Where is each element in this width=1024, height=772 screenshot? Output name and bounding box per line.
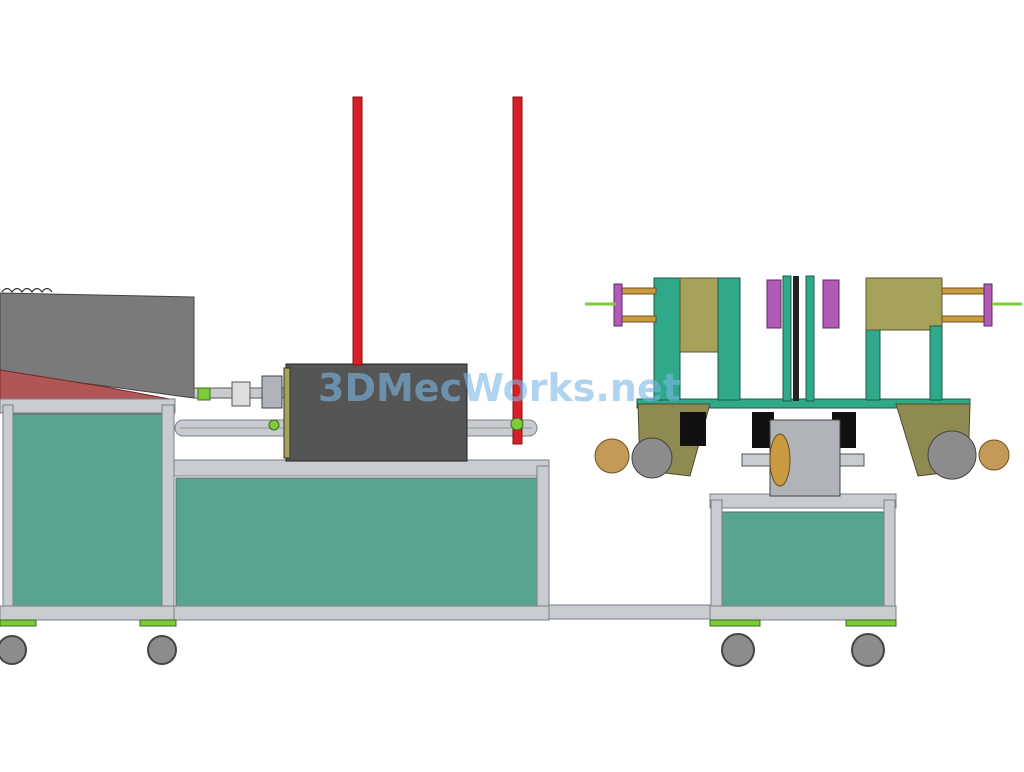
caster-wheel-icon: [721, 633, 755, 667]
press-module: [283, 363, 468, 462]
center-post-2: [793, 276, 799, 401]
right-frame-bottom-rail: [709, 605, 897, 621]
caster-foot: [845, 619, 897, 627]
center-post-1: [782, 275, 792, 402]
right-frame-panel: [721, 511, 885, 607]
right-pulley-icon: [927, 430, 977, 480]
center-motor-left: [752, 412, 774, 448]
left-upright-inner: [717, 277, 741, 401]
left-roller-icon: [594, 438, 630, 474]
coupling-assembly: [193, 375, 285, 409]
watermark-text: 3DMecWorks.net: [318, 366, 681, 410]
right-magenta-block: [983, 283, 993, 327]
middle-frame-post-right: [536, 465, 550, 621]
left-frame-top-rail: [0, 398, 176, 414]
caster-foot: [0, 619, 37, 627]
left-frame: [0, 398, 176, 621]
press-box: [285, 363, 468, 462]
guide-rod-right: [512, 96, 523, 445]
left-frame-post-right: [161, 404, 175, 621]
left-pulley-icon: [631, 437, 673, 479]
spindle-gear-icon: [769, 433, 791, 487]
right-cylinder-lower: [941, 315, 987, 323]
middle-frame: [173, 459, 712, 621]
guide-rod-left: [352, 96, 363, 366]
right-cylinder-upper: [941, 287, 987, 295]
hopper-coils: [1, 287, 53, 294]
coupling-hub: [231, 381, 251, 407]
coupling-green-joint: [197, 387, 211, 401]
right-frame-post-right: [883, 499, 896, 621]
caster-foot: [709, 619, 761, 627]
right-cylinder-housing: [865, 277, 943, 331]
caster-wheel-icon: [0, 635, 27, 665]
winding-station: [585, 275, 1022, 497]
right-frame: [709, 493, 897, 621]
center-magenta-right: [822, 279, 840, 329]
caster-wheel-icon: [851, 633, 885, 667]
caster-foot: [139, 619, 177, 627]
caster-wheel-icon: [147, 635, 177, 665]
guide-rod-cap-icon: [510, 417, 524, 431]
left-frame-bottom-rail: [0, 605, 176, 621]
press-side-plate: [283, 367, 291, 459]
middle-frame-top-rail: [173, 459, 550, 477]
middle-frame-panel: [175, 477, 538, 607]
right-frame-post-left: [710, 499, 723, 621]
middle-frame-bottom-rail: [173, 605, 550, 621]
left-upright-olive: [679, 277, 719, 353]
right-roller-icon: [978, 439, 1010, 471]
left-frame-post-left: [2, 404, 14, 621]
connecting-beam: [548, 604, 712, 620]
left-motor: [680, 412, 706, 446]
center-post-3: [805, 275, 815, 402]
hopper: [0, 287, 195, 401]
guide-rods: [352, 96, 524, 445]
coupling-clamp: [261, 375, 283, 409]
right-upright-inner: [929, 325, 943, 401]
left-frame-panel: [12, 413, 163, 608]
casters: [0, 619, 897, 667]
conveyor-belt-bracket-icon: [268, 419, 280, 431]
center-magenta-left: [766, 279, 782, 329]
